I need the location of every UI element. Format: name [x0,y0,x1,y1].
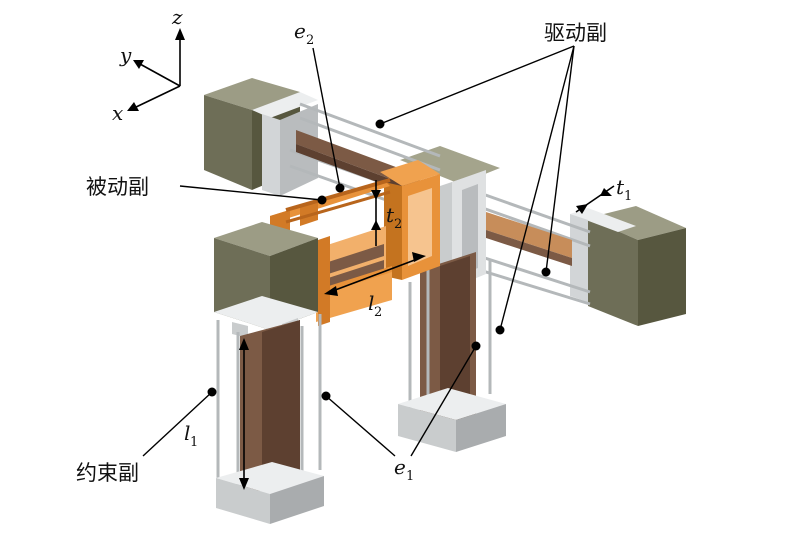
dimension-t1 [575,185,615,214]
dot-active-2 [541,267,551,277]
label-constraint-pair: 约束副 [76,461,139,485]
svg-text:2: 2 [306,33,314,48]
symbol-e1: e 1 [394,455,414,484]
symbol-t1: t 1 [616,175,632,204]
symbol-l1: l 1 [184,421,198,450]
label-passive-pair: 被动副 [86,175,149,199]
symbol-t2: t 2 [386,203,402,232]
dot-active-1 [375,119,385,129]
dot-e2 [335,183,345,193]
dimension-t2 [371,180,381,246]
coordinate-axes: z y x [112,5,185,125]
dot-e1-a [471,341,481,351]
axis-y-label: y [119,43,132,67]
symbol-e2: e 2 [294,19,314,48]
svg-text:1: 1 [624,189,632,204]
hub-column [398,252,506,452]
svg-text:1: 1 [406,469,414,484]
label-active-pair: 驱动副 [544,21,607,45]
dot-e1-b [321,391,331,401]
svg-text:l: l [368,291,374,315]
cube-front-right [588,206,686,326]
dot-active-3 [495,325,505,335]
svg-text:2: 2 [394,217,402,232]
svg-text:1: 1 [190,435,198,450]
dot-passive [317,195,327,205]
svg-text:t: t [616,175,625,199]
symbol-l2: l 2 [368,291,382,320]
axis-z-label: z [171,5,183,29]
column-front-left [214,296,324,524]
axis-x-label: x [112,101,123,125]
dot-constraint [207,387,217,397]
plate-right [570,208,636,302]
svg-text:l: l [184,421,190,445]
svg-text:e: e [294,19,306,43]
dimension-l2 [324,252,426,296]
leader-dots [207,119,551,401]
svg-text:2: 2 [374,305,382,320]
leader-lines [142,45,575,457]
dimension-l1 [239,338,249,490]
svg-text:t: t [386,203,395,227]
svg-text:e: e [394,455,406,479]
